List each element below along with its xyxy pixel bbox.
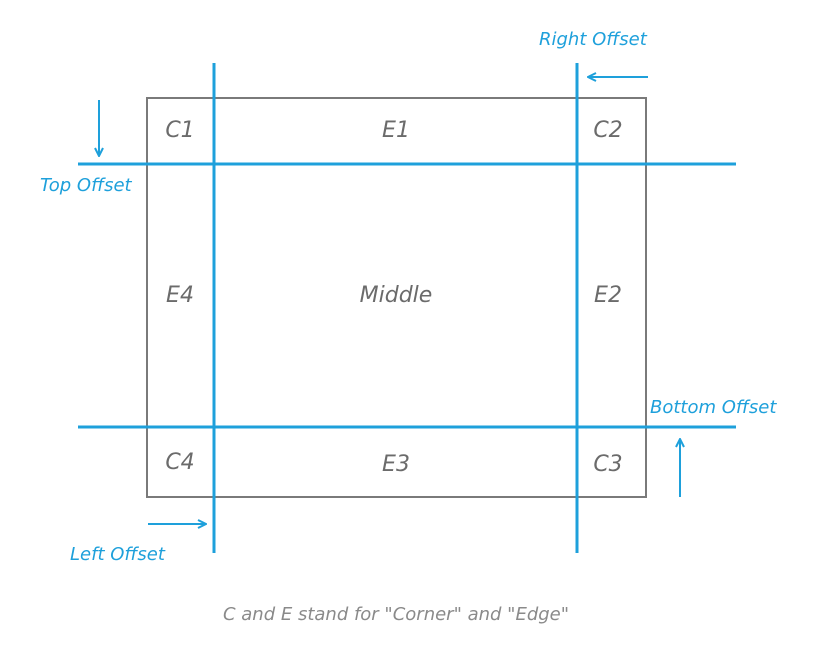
cell-middle-label: Middle bbox=[360, 283, 433, 308]
cell-c3-label: C3 bbox=[593, 452, 622, 477]
cell-e2-label: E2 bbox=[594, 283, 622, 308]
cell-c1-label: C1 bbox=[165, 118, 194, 143]
cell-e4-label: E4 bbox=[166, 283, 194, 308]
cell-c2-label: C2 bbox=[593, 118, 622, 143]
left-offset-label: Left Offset bbox=[70, 544, 166, 565]
top-offset-label: Top Offset bbox=[40, 175, 133, 196]
bottom-offset-label: Bottom Offset bbox=[650, 397, 777, 418]
cell-e3-label: E3 bbox=[382, 452, 410, 477]
cell-c4-label: C4 bbox=[165, 450, 194, 475]
image-frame bbox=[146, 97, 647, 498]
right-offset-label: Right Offset bbox=[539, 29, 648, 50]
cell-e1-label: E1 bbox=[382, 118, 410, 143]
diagram-caption: C and E stand for "Corner" and "Edge" bbox=[223, 604, 569, 625]
